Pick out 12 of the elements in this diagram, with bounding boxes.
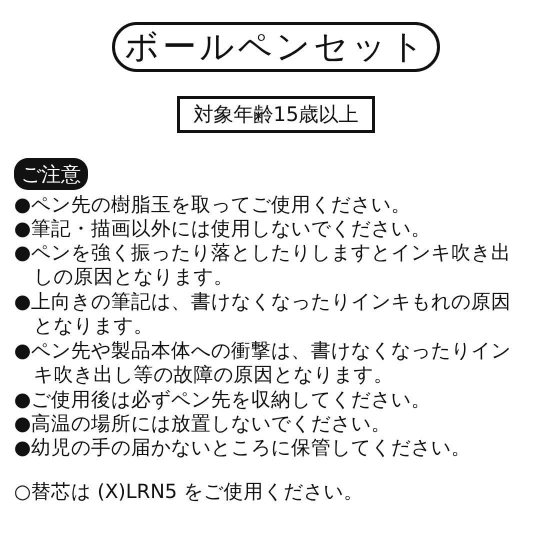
caution-item: ●ご使用後は必ずペン先を収納してください。 <box>14 388 432 412</box>
caution-item: ●幼児の手の届かないところに保管してください。 <box>14 436 472 460</box>
caution-heading: ご注意 <box>14 158 88 190</box>
refill-note: ○替芯は (X)LRN5 をご使用ください。 <box>14 480 364 504</box>
caution-item: ●ペンを強く振ったり落としたりしますとインキ吹き出しの原因となります。 <box>14 241 512 290</box>
title-pill: ボールペンセット <box>112 22 440 72</box>
caution-item: ●高温の場所には放置しないでください。 <box>14 412 392 436</box>
caution-item: ●ペン先の樹脂玉を取ってご使用ください。 <box>14 193 412 218</box>
caution-item: ●ペン先や製品本体への衝撃は、書けなくなったりインキ吹き出し等の故障の原因となります。 <box>14 339 512 388</box>
caution-item: ●上向きの筆記は、書けなくなったりインキもれの原因となります。 <box>14 290 512 339</box>
age-label-box: 対象年齢15歳以上 <box>177 96 375 133</box>
caution-item: ●筆記・描画以外には使用しないでください。 <box>14 217 432 242</box>
